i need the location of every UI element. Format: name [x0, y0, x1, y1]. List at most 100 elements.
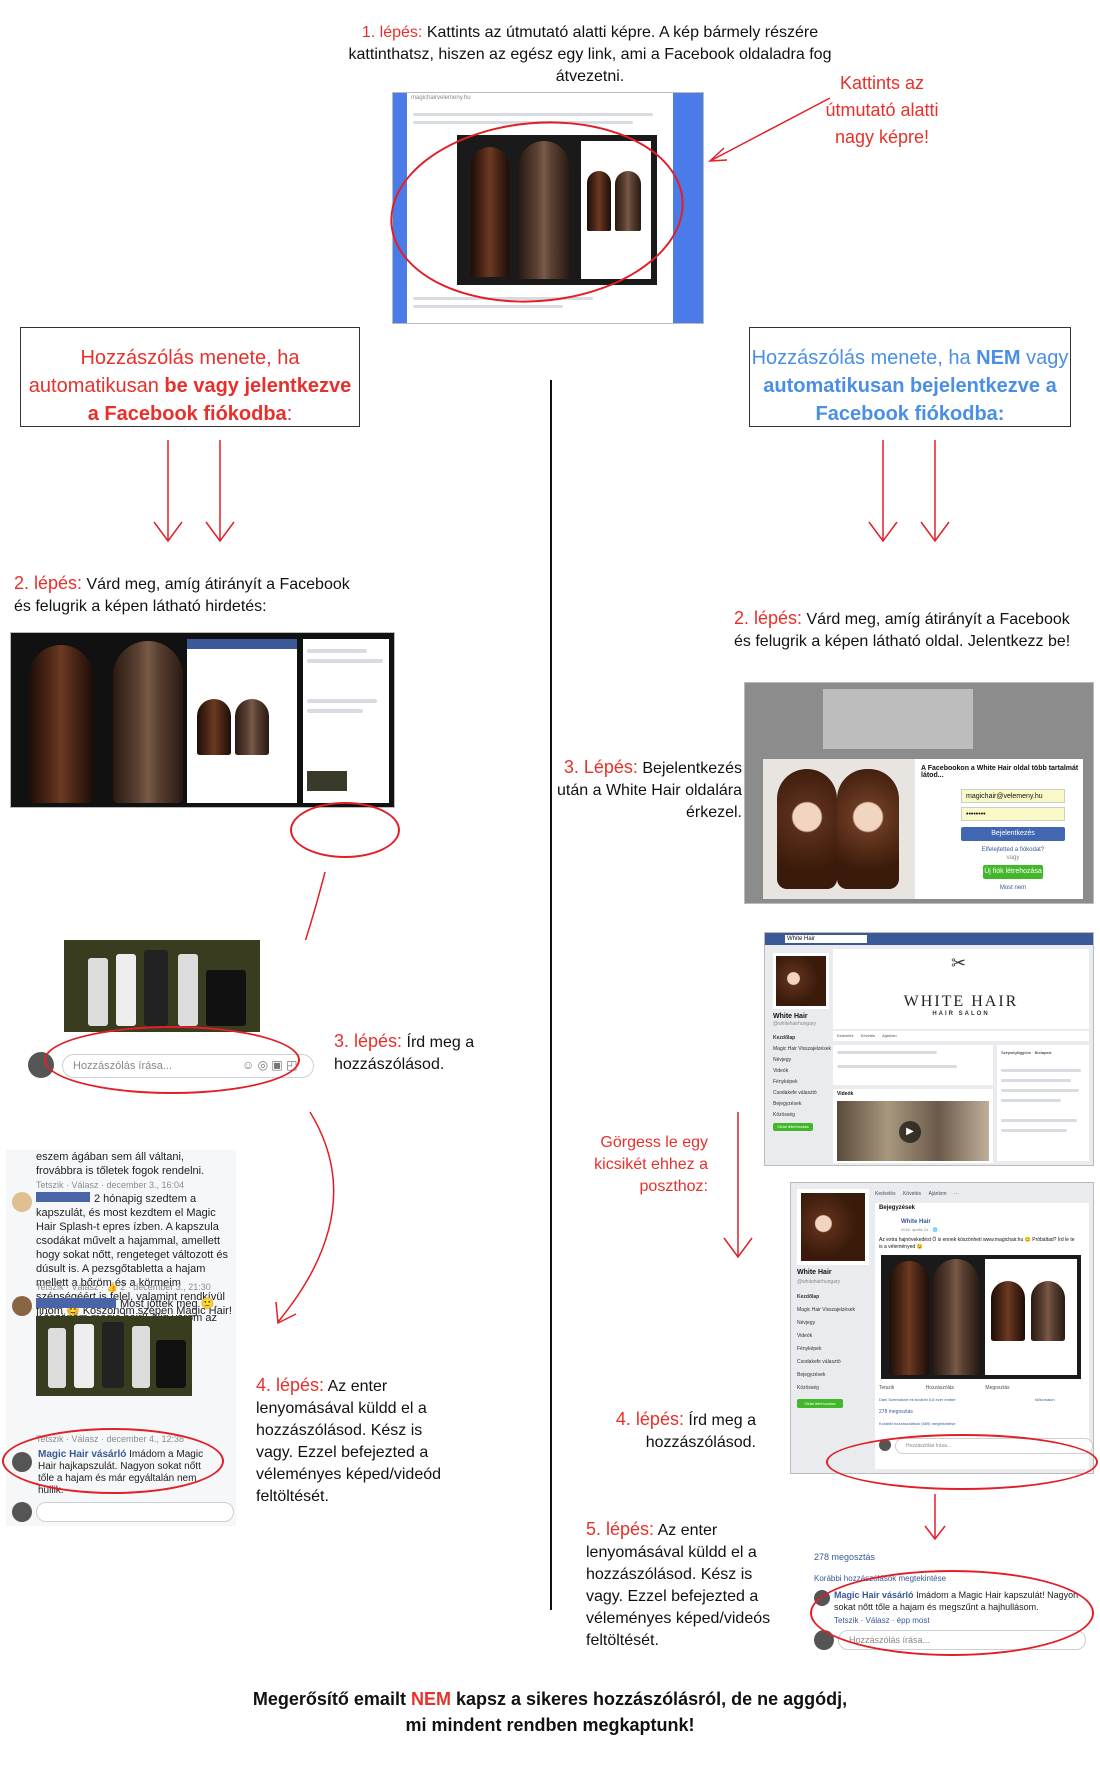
models-photo — [763, 759, 915, 899]
fb-search-field[interactable]: White Hair — [785, 935, 867, 943]
comment-0: eszem ágában sem áll váltani, frovábbra … — [36, 1151, 205, 1177]
password-field[interactable]: •••••••• — [961, 807, 1065, 821]
right-step5-text: Az enter lenyomásával küldd el a hozzász… — [586, 1522, 771, 1649]
brand-name: WHITE HAIR — [903, 993, 1019, 1010]
left-step2-label: 2. lépés: — [14, 573, 83, 593]
like-button[interactable]: Kedvelés — [837, 1033, 854, 1038]
nav-item[interactable]: Csodakefe választó — [773, 1090, 817, 1096]
more-button[interactable]: ··· — [953, 1191, 959, 1197]
nav-item[interactable]: Közösség — [773, 1112, 795, 1118]
nav-item[interactable]: Videók — [797, 1333, 813, 1339]
right-step2-login-screenshot: A Facebookon a White Hair oldal több tar… — [744, 682, 1094, 904]
redacted-name — [36, 1192, 90, 1202]
post-image — [881, 1255, 1081, 1379]
right-step4-label: 4. lépés: — [615, 1409, 684, 1429]
comment-input[interactable] — [36, 1502, 234, 1522]
nav-item[interactable]: Bejegyzések — [797, 1372, 826, 1378]
right-step2-text: Várd meg, amíg átirányít a Facebook és f… — [734, 611, 1071, 650]
recommend-button[interactable]: Ajánlom — [928, 1191, 947, 1197]
footer-pre: Megerősítő emailt — [252, 1689, 411, 1709]
share-count[interactable]: 278 megosztás — [879, 1409, 913, 1415]
left-step4-label: 4. lépés: — [256, 1375, 325, 1395]
earlier-comments-link[interactable]: Korábbi hozzászólások (689) megtekintése — [879, 1421, 956, 1426]
post-text: Az extra hajnövekedést Ő is ennek köszön… — [879, 1237, 1075, 1250]
page-name: White Hair — [797, 1269, 832, 1276]
nav-item[interactable]: Fényképek — [773, 1079, 798, 1085]
fb-topbar: White Hair — [765, 933, 1093, 945]
profile-picture — [797, 1189, 869, 1265]
page-nav: Kezdőlap Magic Hair Visszajelzések Névje… — [773, 1033, 833, 1121]
nav-item[interactable]: Kezdőlap — [797, 1294, 820, 1300]
right-step3-label: 3. Lépés: — [563, 757, 638, 777]
like-button[interactable]: Kedvelés — [875, 1191, 896, 1197]
comment-1-meta: Tetszik · Válasz · 👍 2 · december 3., 21… — [36, 1282, 211, 1292]
likes-line: Dani Szenbásné és további 5,8 ezer ember — [879, 1397, 956, 1402]
create-page-button[interactable]: Oldal létrehozása — [797, 1399, 843, 1408]
login-title: A Facebookon a White Hair oldal több tar… — [921, 765, 1079, 779]
avatar — [12, 1192, 32, 1212]
step1-instruction: 1. lépés: Kattints az útmutató alatti ké… — [340, 22, 840, 88]
step1-side-note: Kattints az útmutató alatti nagy képre! — [825, 73, 939, 147]
left-step3-label: 3. lépés: — [334, 1031, 403, 1051]
arrow-to-step5 — [924, 1494, 946, 1541]
video-card: Videók ▶ — [833, 1089, 993, 1163]
cover-photo: ✂ WHITE HAIR HAIR SALON — [833, 949, 1089, 1029]
nav-item[interactable]: Magic Hair Visszajelzések — [773, 1046, 831, 1052]
scissors-icon: ✂ — [951, 953, 967, 973]
left-double-arrow — [153, 440, 235, 543]
play-icon[interactable]: ▶ — [899, 1121, 921, 1143]
right-step3-text: Bejelentkezés után a White Hair oldalára… — [557, 760, 742, 821]
step1-screenshot[interactable]: magichairvelemeny.hu — [392, 92, 704, 324]
post-like-button[interactable]: Tetszik — [879, 1385, 895, 1391]
page-action-bar: Kedvelés Követés Ajánlom ··· — [875, 1189, 1089, 1199]
email-field[interactable]: magichair@velemeny.hu — [961, 789, 1065, 803]
nav-item[interactable]: Csodakefe választó — [797, 1359, 841, 1365]
right-double-arrow — [868, 440, 950, 543]
left-step4-text: Az enter lenyomásával küldd el a hozzász… — [256, 1378, 442, 1505]
nav-item[interactable]: Kezdőlap — [773, 1035, 796, 1041]
left-step3-highlight-oval — [44, 1026, 300, 1094]
recommend-button[interactable]: Ajánlom — [882, 1033, 897, 1038]
composer — [833, 1045, 993, 1085]
relevant-toggle[interactable]: Idővonalon — [1035, 1397, 1055, 1402]
nav-item[interactable]: Videók — [773, 1068, 789, 1074]
scroll-note: Görgess le egy kicsikét ehhez a poszthoz… — [594, 1134, 708, 1195]
page-preview — [823, 689, 973, 749]
create-page-button[interactable]: Oldal létrehozása — [773, 1123, 813, 1131]
post-share-button[interactable]: Megosztás — [985, 1385, 1010, 1391]
profile-picture — [773, 953, 829, 1009]
arrow-scroll-down — [723, 1112, 753, 1259]
follow-button[interactable]: Követés — [860, 1033, 876, 1038]
page-name: White Hair — [773, 1013, 808, 1020]
right-step3-page-screenshot: White Hair White Hair @whitehairhungary … — [764, 932, 1094, 1166]
left-step3-text: Írd meg a hozzászólásod. — [334, 1034, 475, 1073]
right-step5-label: 5. lépés: — [586, 1519, 655, 1539]
follow-button[interactable]: Követés — [902, 1191, 922, 1197]
left-step2-text: Várd meg, amíg átirányít a Facebook és f… — [14, 576, 350, 615]
login-button[interactable]: Bejelentkezés — [961, 827, 1065, 841]
post-comment-button[interactable]: Hozzászólás — [925, 1385, 955, 1391]
post-author: White Hair — [901, 1219, 931, 1225]
nav-item[interactable]: Fényképek — [797, 1346, 822, 1352]
nav-item[interactable]: Névjegy — [773, 1057, 792, 1063]
right-step2-label: 2. lépés: — [734, 608, 803, 628]
forgot-link[interactable]: Elfelejtetted a fiókodat? — [981, 847, 1045, 853]
nav-item[interactable]: Magic Hair Visszajelzések — [797, 1307, 855, 1313]
footer-no: NEM — [410, 1689, 451, 1709]
nav-item[interactable]: Névjegy — [797, 1320, 816, 1326]
page-action-bar: Kedvelés Követés Ajánlom — [833, 1031, 1089, 1041]
create-account-button[interactable]: Új fiók létrehozása — [983, 865, 1043, 879]
final-share-count[interactable]: 278 megosztás — [814, 1552, 876, 1562]
not-now-link[interactable]: Most nem — [999, 885, 1027, 891]
product-photo — [64, 940, 260, 1032]
comment-0-meta: Tetszik · Válasz · december 3., 16:04 — [36, 1180, 185, 1190]
nav-item[interactable]: Közösség — [797, 1385, 819, 1391]
brand-sub: HAIR SALON — [932, 1011, 990, 1017]
page-handle: @whitehairhungary — [797, 1279, 841, 1285]
left-step3-instruction: 3. lépés: Írd meg a hozzászólásod. — [334, 1030, 494, 1076]
right-step3-instruction: 3. Lépés: Bejelentkezés után a White Hai… — [556, 756, 742, 824]
product-photo — [36, 1316, 192, 1396]
footer-post: kapsz a sikeres hozzászólásról, de ne ag… — [405, 1689, 848, 1735]
right-step2-instruction: 2. lépés: Várd meg, amíg átirányít a Fac… — [734, 607, 1090, 653]
nav-item[interactable]: Bejegyzések — [773, 1101, 802, 1107]
